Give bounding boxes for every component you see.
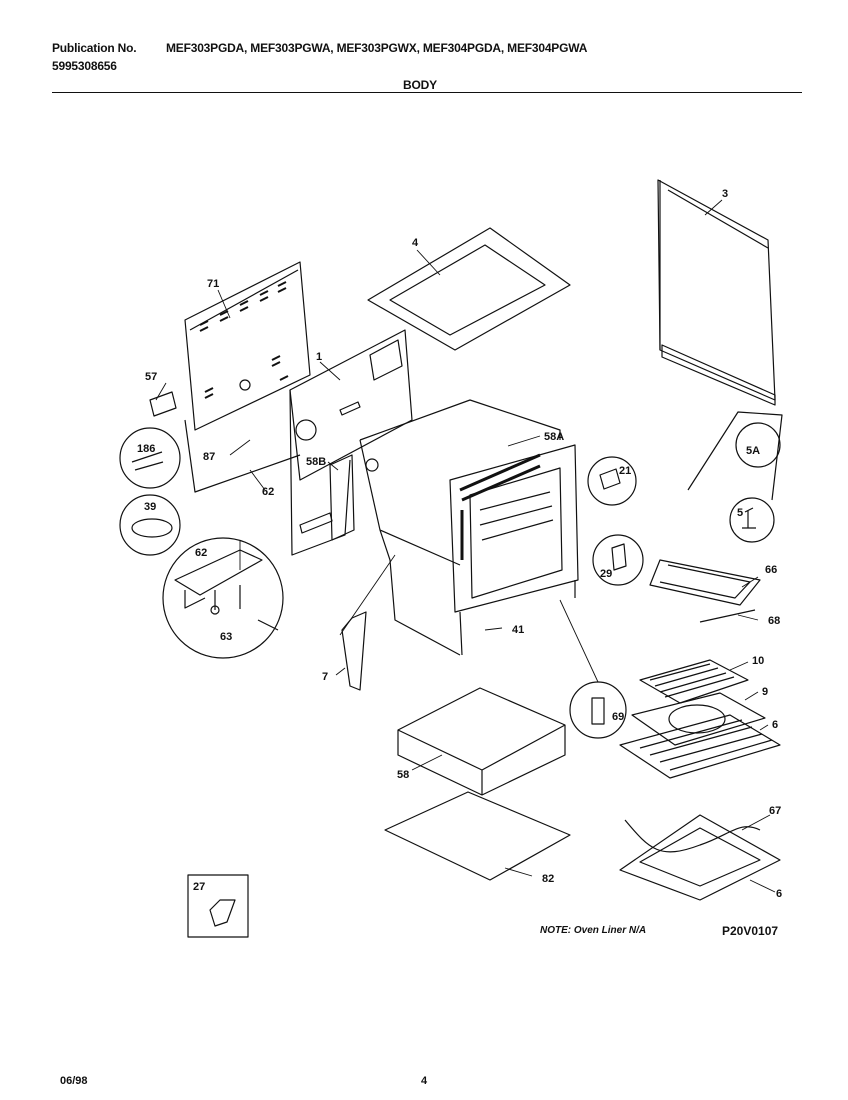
- back-panel-part: [184, 261, 311, 493]
- terminal-block-detail: [162, 537, 284, 659]
- callout-5: 5: [737, 507, 743, 519]
- bake-element-part: [649, 559, 761, 623]
- callout-9: 9: [762, 686, 768, 698]
- callout-71: 71: [207, 278, 219, 290]
- publication-label: Publication No.: [52, 41, 137, 55]
- callout-186: 186: [137, 443, 155, 455]
- bracket-part: [149, 391, 177, 417]
- callout-29: 29: [600, 568, 612, 580]
- cord-detail: [119, 494, 181, 556]
- clip-part: [209, 899, 236, 927]
- callout-1: 1: [316, 351, 322, 363]
- callout-69: 69: [612, 711, 624, 723]
- model-list: MEF303PGDA, MEF303PGWA, MEF303PGWX, MEF3…: [166, 41, 588, 55]
- callout-6-bottom: 6: [776, 888, 782, 900]
- callout-4: 4: [412, 237, 419, 249]
- header-rule: [52, 92, 802, 93]
- door-seal-part: [459, 453, 541, 560]
- oven-liner-note: NOTE: Oven Liner N/A: [540, 925, 647, 936]
- inset-box: [187, 874, 249, 938]
- leveling-leg-group: [687, 411, 783, 543]
- callout-68: 68: [768, 615, 780, 627]
- callout-7: 7: [322, 671, 328, 683]
- insulation-side-part: [329, 454, 355, 541]
- side-panel-part: [657, 179, 776, 406]
- drawer-bottom-part: [384, 791, 571, 881]
- hinge-detail: [592, 534, 644, 586]
- callout-5a: 5A: [746, 445, 760, 457]
- footer-date: 06/98: [60, 1075, 88, 1087]
- callout-62-detail: 62: [195, 547, 207, 559]
- callout-39: 39: [144, 501, 156, 513]
- cabinet-body-part: [289, 329, 413, 556]
- page-number: 4: [421, 1075, 428, 1087]
- broiler-grid-part: [639, 659, 749, 704]
- lamp-socket-detail: [569, 681, 627, 739]
- wire-clip-detail: [119, 427, 181, 489]
- callout-57: 57: [145, 371, 157, 383]
- oven-rack-part: [619, 714, 781, 779]
- callout-66: 66: [765, 564, 777, 576]
- callout-63: 63: [220, 631, 232, 643]
- top-panel-part: [367, 227, 571, 351]
- callout-58b: 58B: [306, 456, 326, 468]
- callout-3: 3: [722, 188, 728, 200]
- callout-87: 87: [203, 451, 215, 463]
- callout-6-rack: 6: [772, 719, 778, 731]
- bottom-element-part: [619, 814, 781, 901]
- callout-62-top: 62: [262, 486, 274, 498]
- callout-21: 21: [619, 465, 631, 477]
- section-title: BODY: [403, 78, 437, 92]
- glide-detail: [587, 456, 637, 506]
- door-latch-part: [341, 611, 367, 691]
- callout-41: 41: [512, 624, 524, 636]
- callout-27: 27: [193, 881, 205, 893]
- insulation-blanket-part: [397, 687, 566, 796]
- broiler-pan-part: [631, 692, 766, 746]
- callout-82: 82: [542, 873, 554, 885]
- callout-10: 10: [752, 655, 764, 667]
- publication-number: 5995308656: [52, 59, 117, 73]
- callout-67: 67: [769, 805, 781, 817]
- figure-code: P20V0107: [722, 924, 779, 938]
- callout-58: 58: [397, 769, 409, 781]
- callout-58a: 58A: [544, 431, 564, 443]
